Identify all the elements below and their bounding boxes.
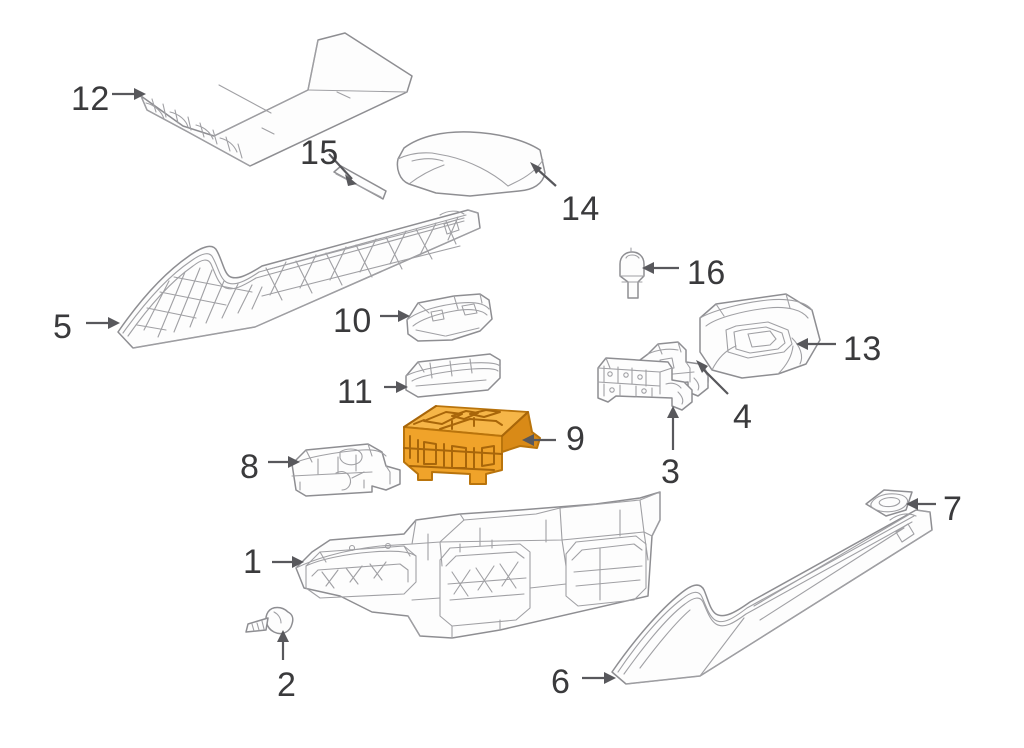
part-hinge-pin-rod [333, 165, 387, 200]
part-armrest-lid [396, 131, 546, 197]
callout-label-15: 15 [300, 134, 339, 172]
part-rear-console-panel [140, 32, 413, 167]
callout-label-3: 3 [661, 453, 681, 491]
part-upper-storage-tray [406, 293, 493, 342]
callout-label-1: 1 [243, 543, 263, 581]
part-screw-fastener [245, 606, 294, 635]
part-console-center-bracket-highlighted [403, 405, 541, 485]
part-console-body-base [295, 491, 661, 639]
callout-label-4: 4 [733, 398, 753, 436]
callout-label-8: 8 [240, 448, 260, 486]
callout-label-11: 11 [337, 373, 374, 411]
part-knob-stud-pin [619, 247, 645, 299]
callout-label-9: 9 [566, 420, 586, 458]
part-right-side-trim-cover [699, 293, 821, 379]
callout-label-10: 10 [333, 302, 372, 340]
part-left-sill-trim-plate [117, 209, 481, 349]
callout-label-13: 13 [843, 330, 882, 368]
part-switch-module [291, 443, 401, 497]
callout-leaders [86, 88, 936, 684]
callout-label-7: 7 [943, 490, 963, 528]
callout-label-16: 16 [687, 254, 726, 292]
part-lower-storage-tray [405, 353, 501, 398]
callout-label-5: 5 [53, 308, 73, 346]
callout-label-2: 2 [277, 666, 297, 704]
part-switch-panel-bracket [597, 357, 693, 411]
part-right-sill-trim-plate [611, 509, 933, 685]
callout-label-12: 12 [71, 80, 110, 118]
part-small-cap-grommet [865, 489, 913, 517]
callout-label-14: 14 [561, 190, 600, 228]
callout-label-6: 6 [551, 663, 571, 701]
